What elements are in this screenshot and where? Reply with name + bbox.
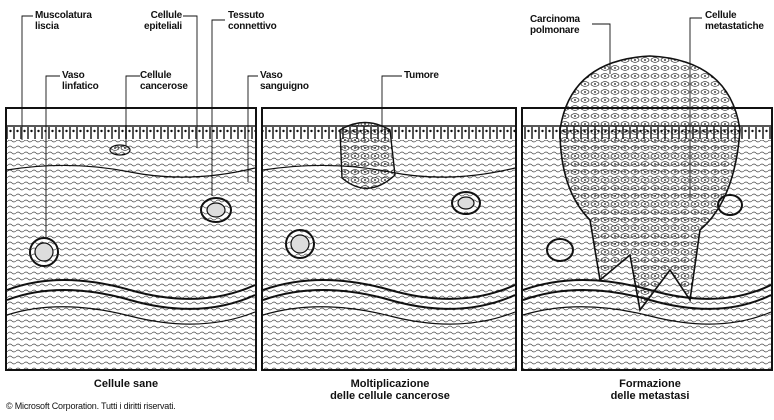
caption-metastasis: Formazione delle metastasi	[580, 378, 720, 402]
label-lung-carcinoma: Carcinoma polmonare	[530, 14, 580, 36]
caption-healthy: Cellule sane	[66, 378, 186, 390]
panel-metastasis	[522, 56, 772, 370]
label-cancer-cells: Cellule cancerose	[140, 70, 188, 92]
label-lymph-vessel: Vaso linfatico	[62, 70, 99, 92]
label-epithelial-cells: Cellule epiteliali	[144, 10, 182, 32]
label-tumor: Tumore	[404, 70, 439, 81]
panel-multiplication	[262, 108, 516, 370]
label-metastatic-cells: Cellule metastatiche	[705, 10, 764, 32]
copyright-notice: © Microsoft Corporation. Tutti i diritti…	[6, 401, 175, 412]
label-connective-tissue: Tessuto connettivo	[228, 10, 277, 32]
label-smooth-muscle: Muscolatura liscia	[35, 10, 92, 32]
panel-healthy	[6, 108, 256, 370]
caption-multiplication: Moltiplicazione delle cellule cancerose	[290, 378, 490, 402]
label-blood-vessel: Vaso sanguigno	[260, 70, 309, 92]
